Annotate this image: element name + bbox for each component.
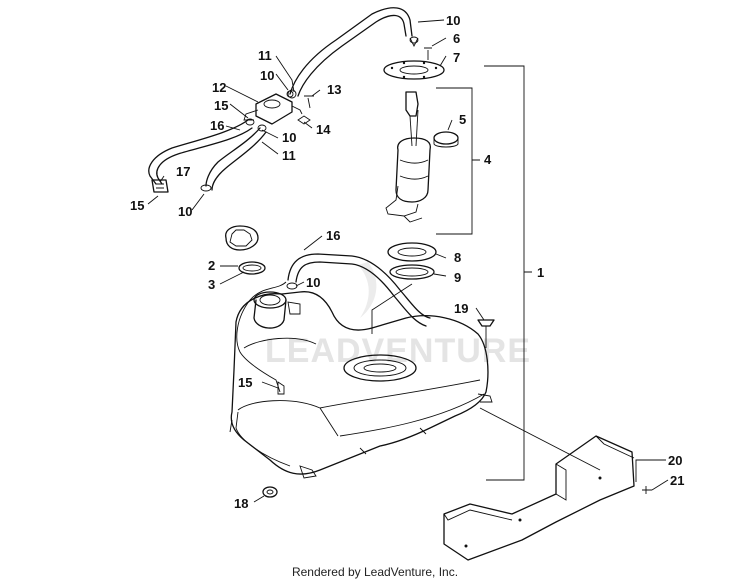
vent-hose-lower (236, 253, 431, 393)
callout-4: 4 (484, 152, 492, 167)
callout-16-top: 16 (210, 118, 224, 133)
callout-1: 1 (537, 265, 544, 280)
callout-11-mid: 11 (282, 148, 296, 163)
callout-7: 7 (453, 50, 460, 65)
callout-3: 3 (208, 277, 215, 292)
regulator-nut (297, 115, 311, 125)
callout-13: 13 (327, 82, 341, 97)
callout-17: 17 (176, 164, 190, 179)
callout-15-tank: 15 (238, 375, 252, 390)
leader-lines (147, 19, 669, 503)
bracket-4 (436, 87, 480, 235)
pump-gasket (389, 264, 435, 280)
fuel-cap (225, 225, 259, 251)
pressure-regulator (243, 90, 303, 125)
bracket-1 (484, 65, 532, 481)
callout-11-top: 11 (258, 48, 272, 63)
fuel-hose-upper (289, 7, 413, 97)
callout-15-left: 15 (130, 198, 144, 213)
hose-clip (277, 381, 285, 395)
push-rivet (477, 319, 495, 348)
pump-install-line (371, 283, 413, 334)
callout-5: 5 (459, 112, 466, 127)
fuel-hose-left (148, 118, 267, 193)
callout-6: 6 (453, 31, 460, 46)
callout-19: 19 (454, 301, 468, 316)
callout-18: 18 (234, 496, 248, 511)
watermark: LEADVENTURE (265, 262, 531, 370)
drain-grommet (262, 486, 278, 498)
fuel-pump-assembly (383, 37, 459, 223)
callout-20: 20 (668, 453, 682, 468)
fuel-tank (229, 291, 493, 479)
callout-15-top: 15 (214, 98, 228, 113)
callout-14: 14 (316, 122, 331, 137)
callout-16-lower: 16 (326, 228, 340, 243)
callout-10-left: 10 (178, 204, 192, 219)
callout-8: 8 (454, 250, 461, 265)
callout-10-top: 10 (446, 13, 460, 28)
cap-gasket (238, 261, 266, 275)
shield-mount-line (479, 407, 601, 471)
svg-text:LEADVENTURE: LEADVENTURE (265, 332, 531, 370)
callout-9: 9 (454, 270, 461, 285)
heat-shield (443, 435, 635, 561)
callout-10-mid: 10 (282, 130, 296, 145)
callout-10-lower: 10 (306, 275, 320, 290)
callout-10-reg: 10 (260, 68, 274, 83)
callout-numbers: 10 6 7 5 4 8 9 1 11 10 13 12 15 14 16 10… (130, 13, 684, 511)
render-credit: Rendered by LeadVenture, Inc. (291, 565, 459, 579)
regulator-bolt (304, 95, 314, 109)
callout-2: 2 (208, 258, 215, 273)
pump-lock-ring (387, 242, 437, 262)
shield-screw (642, 486, 652, 494)
callout-12: 12 (212, 80, 226, 95)
callout-21: 21 (670, 473, 684, 488)
